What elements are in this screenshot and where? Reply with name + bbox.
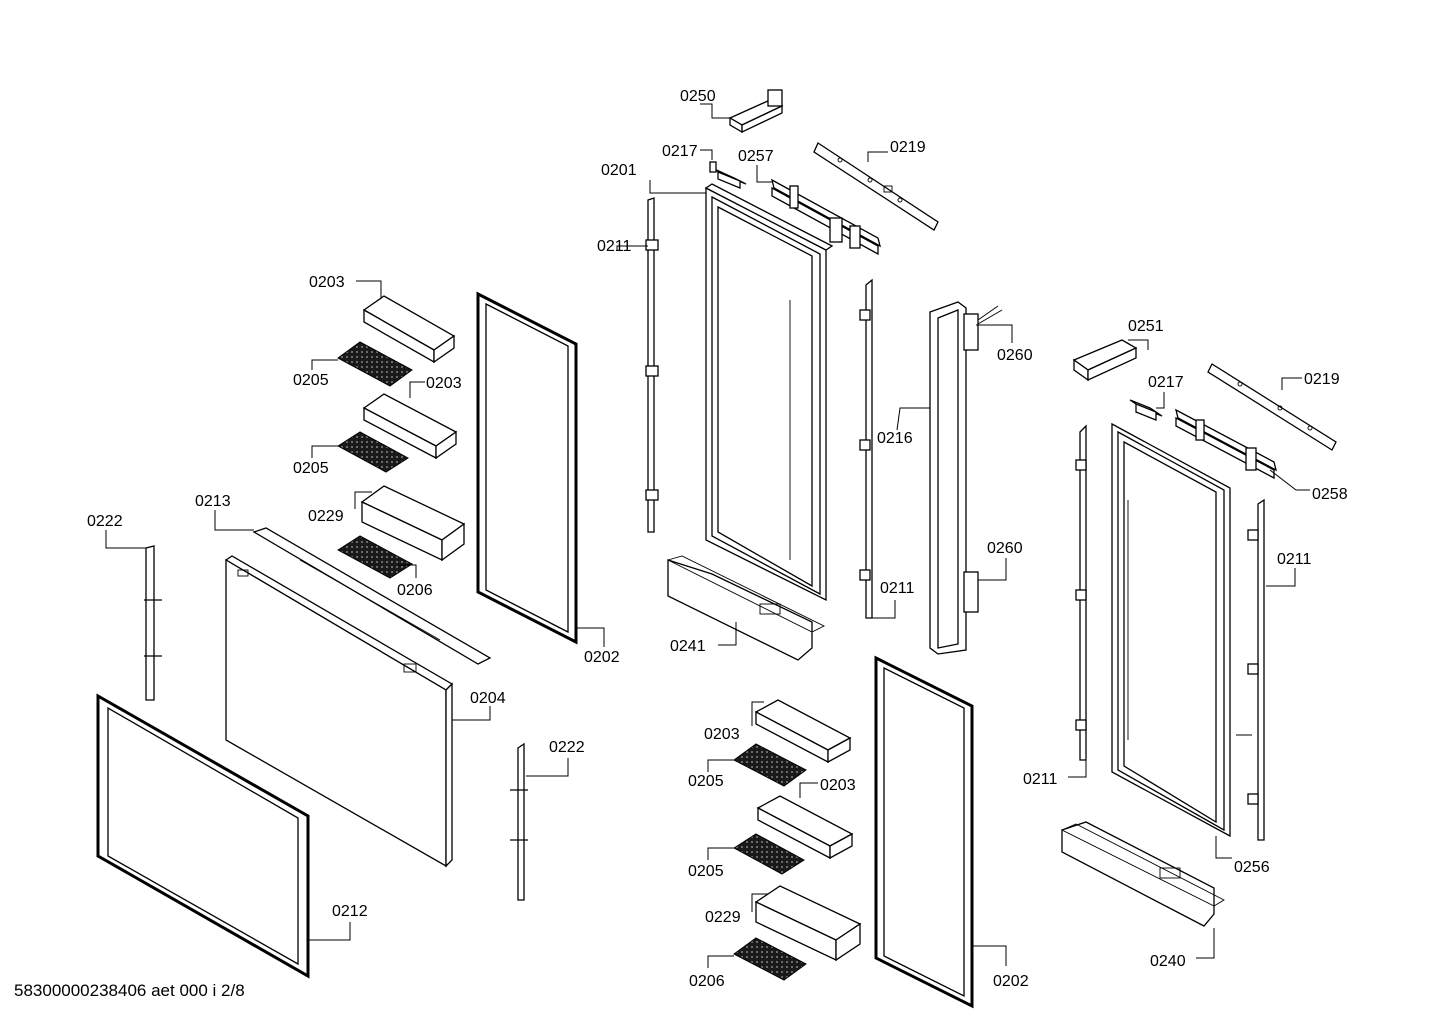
- label-0213: 0213: [195, 493, 231, 510]
- part-0241-bottom-cover-center[interactable]: [666, 555, 826, 661]
- part-0205-mesh-center-middle[interactable]: [733, 833, 805, 875]
- label-0203-left-upper: 0203: [309, 274, 345, 291]
- part-0205-mesh-center-upper[interactable]: [733, 743, 807, 787]
- part-0203-drawer-center-middle[interactable]: [756, 795, 854, 860]
- part-0251-connector-cover-right[interactable]: [1072, 339, 1138, 382]
- part-0203-drawer-left-upper[interactable]: [362, 295, 456, 364]
- part-0202-door-gasket-left[interactable]: [476, 291, 578, 645]
- part-0211-hinge-strip-d[interactable]: [1236, 498, 1265, 841]
- label-0212: 0212: [332, 903, 368, 920]
- document-id: 58300000238406 aet 000 i 2/8: [14, 981, 245, 1000]
- part-0201-door-frame-center[interactable]: [704, 183, 834, 602]
- label-0203-center-middle: 0203: [820, 777, 856, 794]
- part-0250-connector-cover[interactable]: [728, 89, 784, 134]
- label-0211-d: 0211: [1277, 551, 1312, 568]
- label-0219-right: 0219: [1304, 371, 1340, 388]
- label-0203-left-middle: 0203: [426, 375, 462, 392]
- label-0211-b: 0211: [880, 580, 915, 597]
- label-0202-center: 0202: [993, 973, 1029, 990]
- label-0256: 0256: [1234, 859, 1270, 876]
- label-0219-top: 0219: [890, 139, 926, 156]
- label-0202-left: 0202: [584, 649, 620, 666]
- label-0216: 0216: [877, 430, 913, 447]
- part-0229-drawer-center-deep[interactable]: [754, 885, 862, 962]
- label-0205-center-upper: 0205: [688, 773, 724, 790]
- part-0256-door-frame-right[interactable]: [1111, 422, 1231, 838]
- part-0257-hinge-rail[interactable]: [771, 178, 881, 256]
- part-0229-drawer-left-deep[interactable]: [360, 485, 466, 562]
- part-0219-mounting-plate-top[interactable]: [813, 142, 939, 231]
- part-0211-hinge-strip-b[interactable]: [859, 278, 873, 619]
- label-0222-left: 0222: [87, 513, 123, 530]
- part-0217-hinge-bracket-top[interactable]: [709, 161, 747, 189]
- label-0206-left: 0206: [397, 582, 433, 599]
- label-0211-c: 0211: [1023, 771, 1058, 788]
- part-0213-trim-strip[interactable]: [252, 527, 492, 665]
- part-0205-mesh-left-upper[interactable]: [337, 341, 413, 387]
- part-0260-connector-bottom[interactable]: [963, 571, 979, 613]
- part-0260-connector-top[interactable]: [963, 305, 1003, 351]
- label-0217-top: 0217: [662, 143, 698, 160]
- part-0216-mullion[interactable]: [929, 301, 967, 655]
- part-0219-mounting-plate-right[interactable]: [1207, 363, 1337, 451]
- label-0229-center: 0229: [705, 909, 741, 926]
- part-0206-mesh-center[interactable]: [733, 937, 807, 981]
- part-0206-mesh-left[interactable]: [337, 535, 413, 579]
- label-0204: 0204: [470, 690, 506, 707]
- label-0251: 0251: [1128, 318, 1164, 335]
- label-0206-center: 0206: [689, 973, 725, 990]
- part-0240-bottom-cover-right[interactable]: [1060, 821, 1225, 927]
- part-0205-mesh-left-middle[interactable]: [337, 431, 409, 473]
- label-0250: 0250: [680, 88, 716, 105]
- part-0211-hinge-strip-a[interactable]: [645, 197, 659, 533]
- part-0202-door-gasket-center[interactable]: [874, 655, 974, 1009]
- label-0260-top: 0260: [997, 347, 1033, 364]
- label-0205-left-upper: 0205: [293, 372, 329, 389]
- part-0217-hinge-bracket-right[interactable]: [1129, 399, 1163, 421]
- label-0229-left: 0229: [308, 508, 344, 525]
- part-0203-drawer-left-middle[interactable]: [362, 393, 458, 460]
- part-0258-hinge-rail-right[interactable]: [1175, 408, 1277, 480]
- label-0241: 0241: [670, 638, 706, 655]
- label-0201: 0201: [601, 162, 637, 179]
- label-0260-bottom: 0260: [987, 540, 1023, 557]
- label-0205-center-middle: 0205: [688, 863, 724, 880]
- label-0258: 0258: [1312, 486, 1348, 503]
- part-0211-hinge-strip-c[interactable]: [1075, 424, 1087, 761]
- label-0205-left-middle: 0205: [293, 460, 329, 477]
- part-0222-side-bracket-right[interactable]: [510, 742, 528, 901]
- part-0204-drawer-front[interactable]: [224, 555, 454, 868]
- label-0203-center-upper: 0203: [704, 726, 740, 743]
- label-0211-a: 0211: [597, 238, 632, 255]
- part-0203-drawer-center-upper[interactable]: [754, 699, 852, 764]
- label-0257: 0257: [738, 148, 774, 165]
- part-0222-side-bracket-left[interactable]: [144, 545, 162, 701]
- label-0240: 0240: [1150, 953, 1186, 970]
- label-0217-right: 0217: [1148, 374, 1184, 391]
- part-0212-drawer-gasket[interactable]: [96, 693, 310, 979]
- label-0222-right: 0222: [549, 739, 585, 756]
